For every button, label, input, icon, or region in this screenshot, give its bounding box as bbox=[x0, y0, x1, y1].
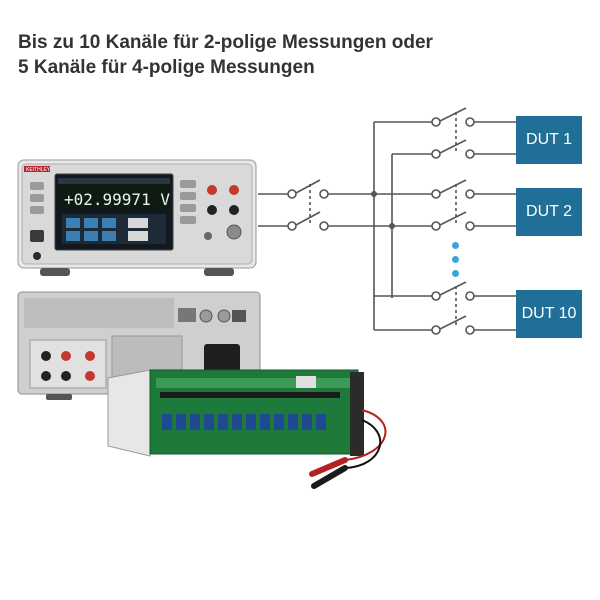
terminal-black bbox=[229, 205, 239, 215]
brand-label: KEITHLEY bbox=[26, 167, 51, 173]
ellipsis-dot bbox=[452, 256, 459, 263]
headline: Bis zu 10 Kanäle für 2-polige Messungen … bbox=[18, 30, 578, 80]
power-button bbox=[33, 252, 41, 260]
dut-label: DUT 1 bbox=[526, 131, 572, 148]
display-reading: +02.99971 V bbox=[64, 190, 170, 209]
headline-line-2: 5 Kanäle für 4-polige Messungen bbox=[18, 57, 315, 78]
terminal-red bbox=[229, 185, 239, 195]
front-button bbox=[30, 194, 44, 202]
ellipsis-dot bbox=[452, 242, 459, 249]
front-button bbox=[30, 206, 44, 214]
dut-box-1: DUT 1 bbox=[516, 116, 582, 164]
terminal-red bbox=[207, 185, 217, 195]
dut-box-2: DUT 2 bbox=[516, 188, 582, 236]
terminal-black bbox=[207, 205, 217, 215]
usb-port bbox=[30, 230, 44, 242]
relay-card bbox=[107, 369, 364, 457]
dut-label: DUT 10 bbox=[521, 305, 577, 322]
headline-line-1: Bis zu 10 Kanäle für 2-polige Messungen … bbox=[18, 32, 433, 53]
dut-box-10: DUT 10 bbox=[516, 290, 582, 338]
test-leads bbox=[309, 409, 387, 489]
ellipsis-dot bbox=[452, 270, 459, 277]
dmm-front-panel: KEITHLEY +02.99971 V bbox=[17, 159, 257, 276]
dut-label: DUT 2 bbox=[526, 203, 572, 220]
front-button bbox=[30, 182, 44, 190]
